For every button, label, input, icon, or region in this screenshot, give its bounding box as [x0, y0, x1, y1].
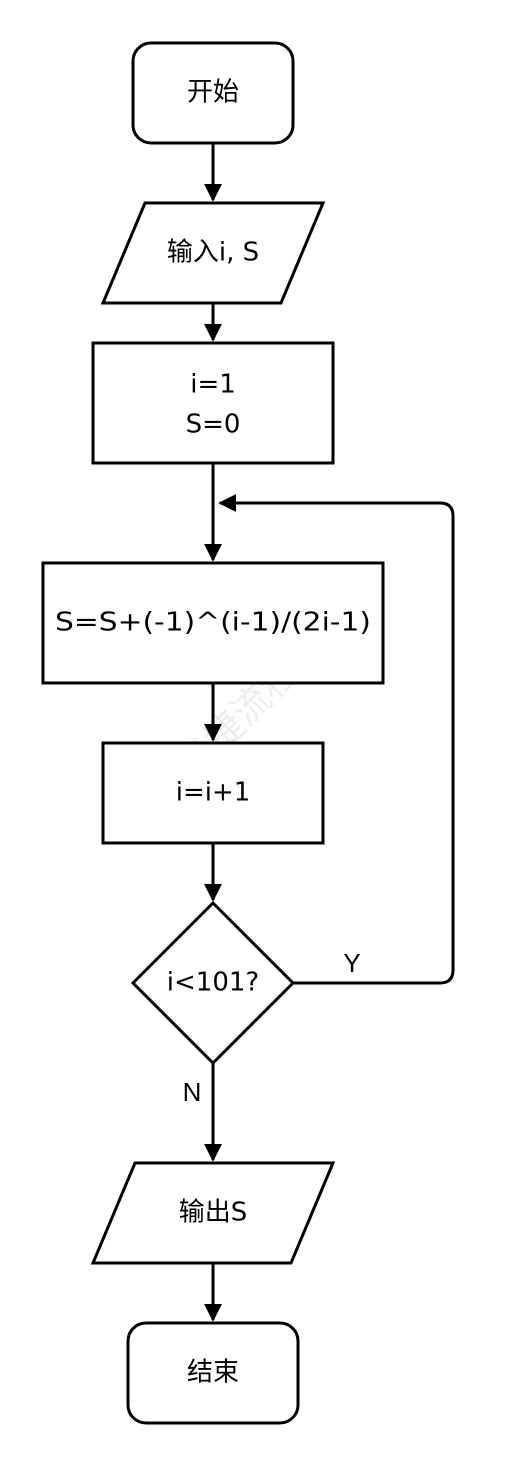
init-node[interactable]: i=1 S=0 [91, 341, 335, 465]
edge-loop-yes [218, 494, 455, 985]
condition-node[interactable]: i<101? [130, 900, 296, 1066]
input-node[interactable]: 输入i, S [100, 201, 326, 305]
update-s-node[interactable]: S=S+(-1)^(i-1)/(2i-1) [41, 561, 385, 685]
increment-node[interactable]: i=i+1 [101, 741, 325, 845]
condition-label: i<101? [167, 968, 259, 998]
input-label: 输入i, S [167, 238, 259, 268]
increment-label: i=i+1 [176, 778, 251, 808]
output-parallelogram-shape [90, 1161, 336, 1265]
start-node[interactable]: 开始 [131, 41, 295, 145]
yes-label: Y [343, 948, 360, 978]
no-label: N [183, 1077, 202, 1107]
output-label: 输出S [179, 1198, 248, 1228]
init-s-label: S=0 [186, 410, 241, 440]
end-terminal-shape [126, 1321, 300, 1425]
init-i-label: i=1 [190, 370, 236, 400]
end-label: 结束 [187, 1358, 239, 1388]
input-parallelogram-shape [100, 201, 326, 305]
init-process-shape [91, 341, 335, 465]
update-s-label: S=S+(-1)^(i-1)/(2i-1) [55, 608, 371, 638]
end-node[interactable]: 结束 [126, 1321, 300, 1425]
output-node[interactable]: 输出S [90, 1161, 336, 1265]
start-label: 开始 [187, 78, 239, 108]
